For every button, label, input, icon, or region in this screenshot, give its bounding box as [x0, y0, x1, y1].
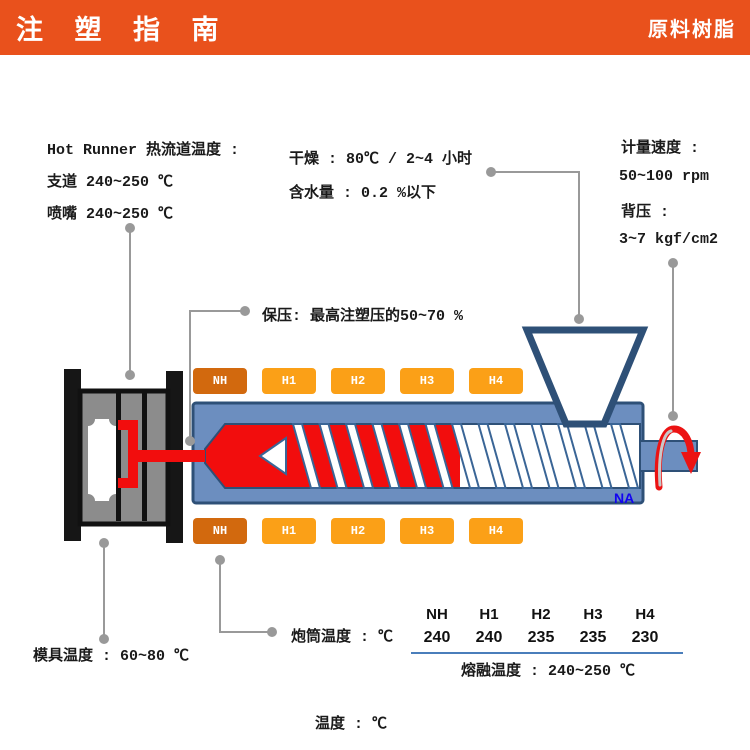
metering-speed-label: 计量速度 :	[621, 140, 700, 157]
channel-outline	[204, 423, 641, 489]
na-label: NA	[614, 490, 634, 506]
connector-dot	[486, 167, 496, 177]
barrel-temp-table: NH H1 H2 H3 H4 240 240 235 235 230 熔融温度 …	[411, 604, 685, 680]
mold-left-platen	[64, 369, 81, 541]
temp-value: 240	[423, 629, 451, 646]
col-header: H4	[635, 606, 655, 623]
connector-dot	[668, 258, 678, 268]
connector-dot	[240, 306, 250, 316]
heater-zone-h3: H3	[400, 368, 454, 394]
heater-row-bottom: NH H1 H2 H3 H4	[193, 518, 523, 544]
bottom-temp-text: 温度 : ℃	[315, 716, 388, 733]
connector-dot	[125, 370, 135, 380]
back-pressure-value: 3~7 kgf/cm2	[619, 231, 719, 248]
temp-value: 240	[475, 629, 503, 646]
mold-divider	[116, 393, 121, 521]
screw-tip	[258, 436, 287, 476]
temp-value: 235	[527, 629, 555, 646]
col-header: H1	[479, 606, 499, 623]
heater-zone-h4: H4	[469, 518, 523, 544]
page-title: 注 塑 指 南	[16, 15, 231, 45]
connector-dot	[215, 555, 225, 565]
holding-pressure-text: 保压: 最高注塑压的50~70 %	[262, 308, 464, 325]
connector-line	[494, 171, 580, 173]
connector-line	[219, 631, 270, 633]
heater-zone-h2: H2	[331, 368, 385, 394]
table-underline	[411, 652, 683, 654]
col-header: H3	[583, 606, 603, 623]
table-values-row: 240 240 235 235 230	[411, 626, 685, 650]
heater-zone-h4: H4	[469, 368, 523, 394]
heater-row-top: NH H1 H2 H3 H4	[193, 368, 523, 394]
connector-line	[189, 310, 243, 312]
temp-value: 235	[579, 629, 607, 646]
hot-runner-nozzle: 喷嘴 240~250 ℃	[47, 206, 174, 223]
connector-dot	[574, 314, 584, 324]
connector-line	[103, 546, 105, 639]
connector-dot	[668, 411, 678, 421]
connector-dot	[185, 436, 195, 446]
moisture-line: 含水量 : 0.2 %以下	[289, 185, 437, 202]
connector-dot	[267, 627, 277, 637]
hot-runner-branch: 支道 240~250 ℃	[47, 174, 174, 191]
header-right-label: 原料树脂	[648, 19, 736, 41]
col-header: H2	[531, 606, 551, 623]
connector-line	[672, 266, 674, 416]
connector-dot	[99, 538, 109, 548]
header-banner: 注 塑 指 南 原料树脂	[0, 0, 750, 55]
mold-temp-text: 模具温度 : 60~80 ℃	[33, 648, 190, 665]
table-header-row: NH H1 H2 H3 H4	[411, 604, 685, 626]
metering-speed-value: 50~100 rpm	[619, 168, 710, 185]
connector-dot	[125, 223, 135, 233]
hopper	[521, 326, 649, 428]
temp-value: 230	[631, 629, 659, 646]
hot-runner-title: Hot Runner 热流道温度 :	[47, 142, 240, 159]
heater-zone-h3: H3	[400, 518, 454, 544]
connector-dot	[99, 634, 109, 644]
drying-line: 干燥 : 80℃ / 2~4 小时	[289, 151, 473, 168]
heater-zone-nh: NH	[193, 518, 247, 544]
heater-zone-h1: H1	[262, 368, 316, 394]
connector-line	[189, 310, 191, 440]
col-header: NH	[426, 606, 448, 623]
rotation-arrow-icon	[654, 425, 701, 491]
melt-temp-text: 熔融温度 : 240~250 ℃	[460, 663, 636, 680]
heater-zone-h2: H2	[331, 518, 385, 544]
screw-flights	[291, 423, 640, 489]
mold-cavity	[88, 419, 116, 501]
connector-line	[129, 230, 131, 375]
barrel-temp-text: 炮筒温度 : ℃	[291, 629, 394, 646]
connector-line	[578, 172, 580, 318]
runner-sprue	[118, 420, 205, 488]
back-pressure-label: 背压 :	[621, 204, 670, 221]
heater-zone-nh: NH	[193, 368, 247, 394]
connector-line	[219, 563, 221, 633]
heater-zone-h1: H1	[262, 518, 316, 544]
